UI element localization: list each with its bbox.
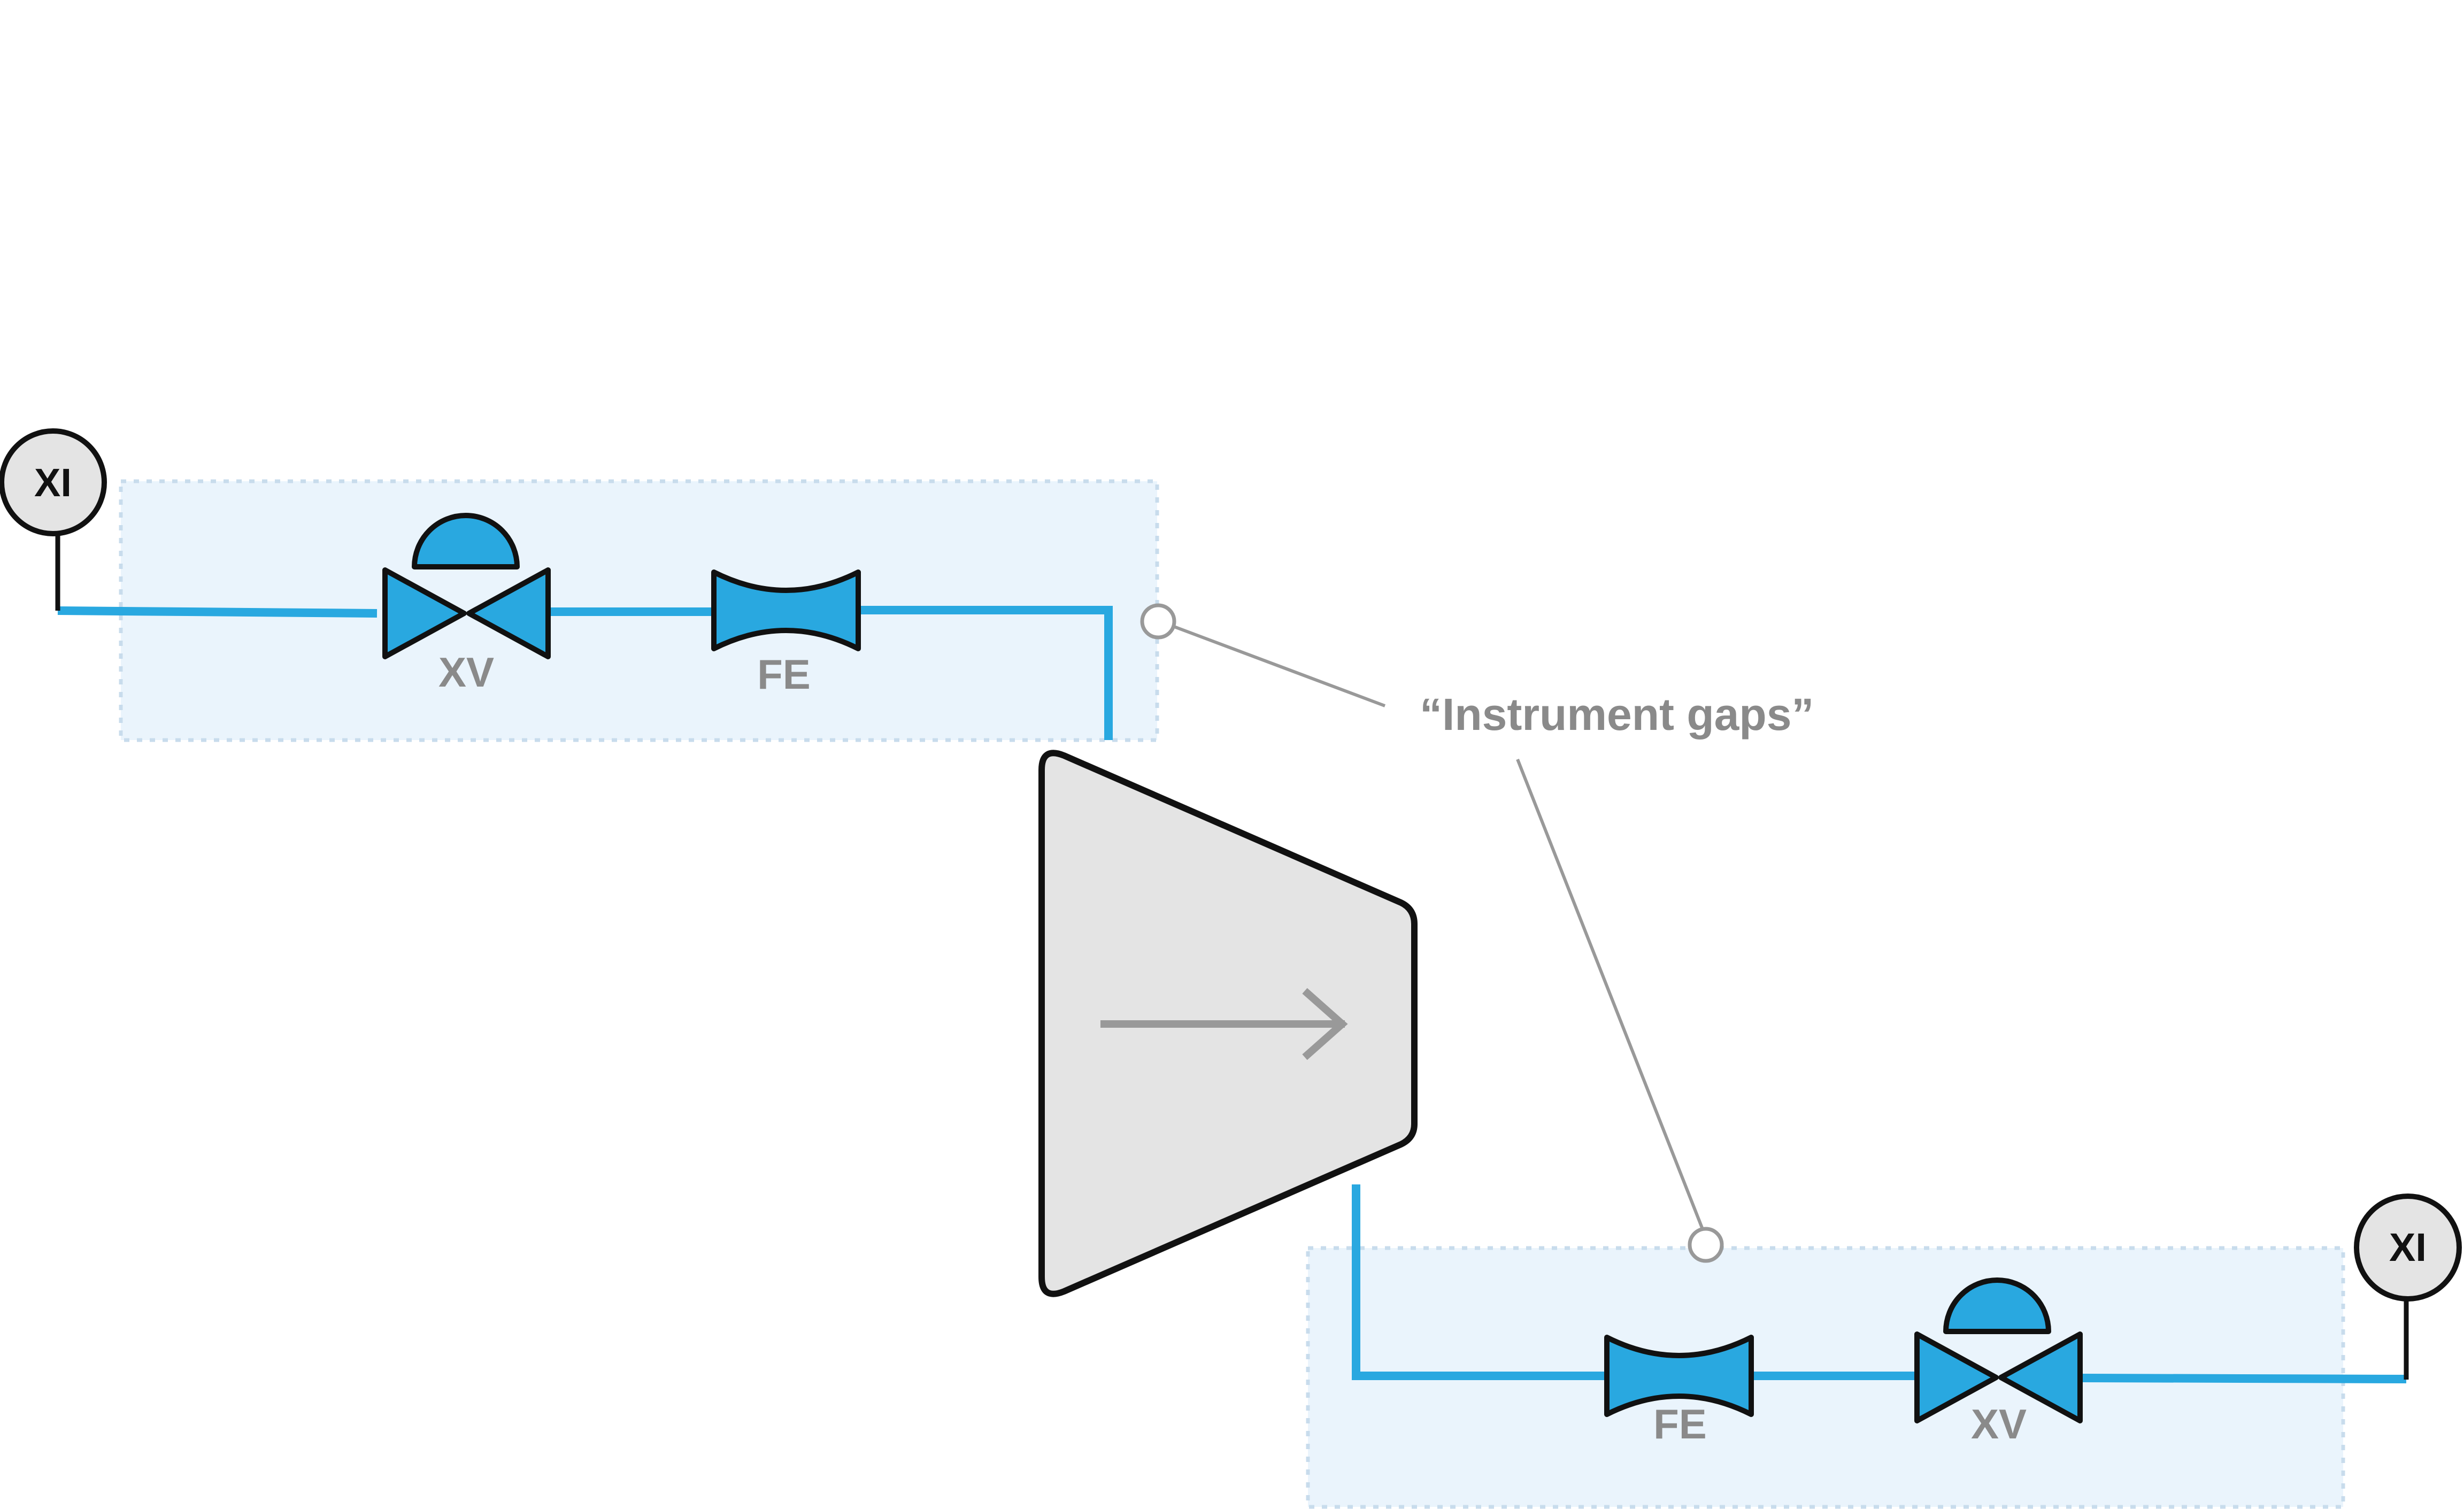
arrow-right-icon	[1100, 988, 1348, 1060]
upstream-pipe	[57, 606, 1113, 740]
downstream-indicator-bubble	[2354, 1194, 2462, 1302]
downstream-pipe	[1352, 1184, 2407, 1383]
valve-actuator-icon	[1943, 1277, 2051, 1334]
downstream-flow-element-tag: FE	[1653, 1400, 1707, 1448]
compressor	[1038, 750, 1418, 1297]
downstream-flow-element: FE	[1604, 1335, 1754, 1448]
callout-leader-lower	[1516, 758, 1704, 1229]
downstream-control-valve: XV	[1914, 1277, 2083, 1448]
upstream-valve-tag: XV	[438, 649, 494, 696]
gap-marker-downstream	[1688, 1227, 1724, 1263]
valve-left-triangle	[1914, 1331, 1999, 1423]
upstream-indicator: XI	[0, 428, 107, 611]
flow-element-icon	[1604, 1335, 1754, 1417]
upstream-flow-element-tag: FE	[757, 651, 811, 698]
gap-marker-upstream	[1140, 603, 1176, 640]
upstream-flow-element: FE	[711, 569, 861, 698]
downstream-zone: FE XV XI	[1306, 1184, 2462, 1509]
upstream-indicator-bubble	[0, 428, 107, 536]
valve-right-triangle	[466, 567, 551, 659]
callout-leader-upper	[1173, 625, 1386, 707]
upstream-indicator-tag: XI	[34, 460, 72, 505]
flow-element-icon	[711, 569, 861, 651]
instrument-gaps-callout: “Instrument gaps”	[1140, 603, 1814, 1263]
valve-actuator-icon	[412, 513, 520, 569]
upstream-zone: XI XV FE	[0, 428, 1159, 742]
valve-left-triangle	[382, 567, 467, 659]
downstream-indicator-tag: XI	[2389, 1225, 2427, 1269]
upstream-control-valve: XV	[382, 513, 551, 696]
valve-right-triangle	[1998, 1331, 2083, 1423]
downstream-indicator: XI	[2354, 1194, 2462, 1380]
callout-label: “Instrument gaps”	[1420, 689, 1814, 740]
downstream-valve-tag: XV	[1971, 1400, 2027, 1448]
